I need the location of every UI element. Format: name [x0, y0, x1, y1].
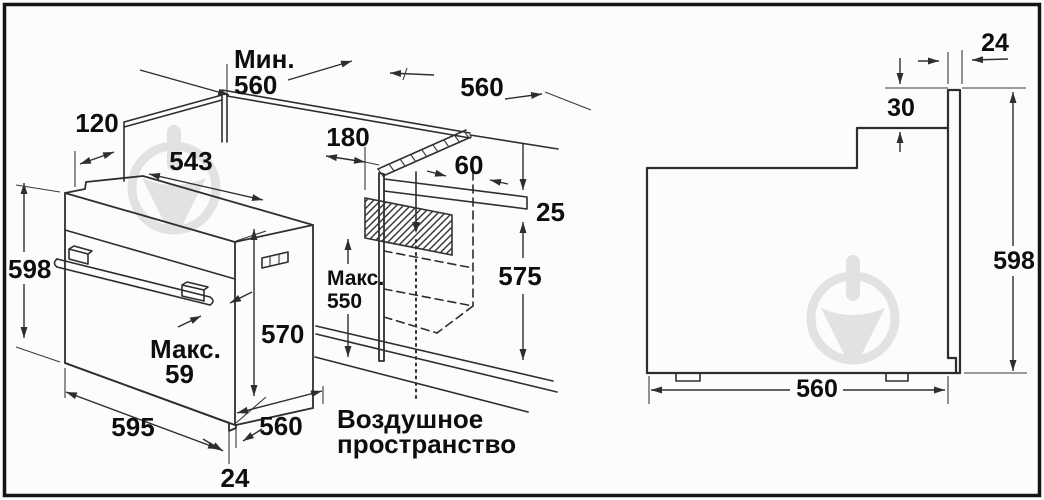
dim-top-560-label: 560 — [460, 72, 503, 102]
dim-max-59: Макс. 59 — [150, 291, 253, 389]
dim-min-560: Мин. 560 — [139, 44, 353, 100]
dim-right-30-label: 30 — [887, 94, 915, 122]
dim-180: 180 — [325, 122, 380, 190]
niche-side-panel — [378, 172, 385, 362]
dim-60-label: 60 — [455, 150, 484, 180]
air-space-caption: Воздушное пространство — [337, 404, 516, 459]
dim-120: 120 — [74, 108, 119, 187]
dim-max-550-label: 550 — [327, 290, 362, 313]
dim-25-label: 25 — [536, 197, 565, 227]
dim-595-label: 595 — [111, 412, 154, 442]
dim-right-598-label: 598 — [993, 247, 1035, 275]
air-space-line2: пространство — [337, 429, 516, 459]
dim-570-label: 570 — [261, 319, 304, 349]
niche-top-rail — [383, 178, 528, 210]
oven-front-face — [64, 192, 236, 426]
oven-profile-outline — [645, 88, 962, 382]
dim-right-24-label: 24 — [981, 29, 1009, 57]
oven-door-handle — [53, 245, 214, 306]
dim-543: 543 — [148, 146, 264, 201]
dim-24-bottom-label: 24 — [221, 463, 250, 493]
dim-min-word-label: Мин. — [234, 44, 295, 74]
oven-top-face — [64, 175, 314, 243]
dim-right-598: 598 — [964, 92, 1035, 374]
dim-right-24: 24 — [918, 29, 1009, 84]
dim-right-560: 560 — [648, 375, 949, 404]
dim-543-label: 543 — [169, 146, 212, 176]
right-side-view: 24 30 598 560 — [645, 29, 1035, 404]
air-gap-dotted-line — [412, 171, 420, 399]
trowel-watermark-right-icon — [806, 255, 900, 365]
dim-570: 570 — [235, 229, 304, 424]
dim-min-560-label: 560 — [234, 70, 277, 100]
dim-right-30: 30 — [885, 58, 1026, 152]
dim-bottom-560: 560 — [236, 386, 324, 441]
dim-25: 25 — [519, 143, 565, 227]
dim-180-label: 180 — [326, 122, 369, 152]
oven-body — [53, 175, 314, 432]
oven-control-panel-line — [64, 229, 236, 280]
dim-60: 60 — [426, 150, 509, 186]
cabinet-bottom-rails — [314, 325, 558, 413]
oven-feet — [675, 372, 909, 382]
dim-24-bottom: 24 — [202, 428, 263, 493]
dim-595: 595 — [64, 368, 220, 450]
air-space-line1: Воздушное — [337, 404, 483, 434]
dim-575: 575 — [498, 222, 542, 360]
dim-bottom-560-label: 560 — [259, 411, 302, 441]
dim-575-label: 575 — [498, 261, 541, 291]
dim-max-550: Макс. 550 — [327, 239, 384, 357]
dim-right-560-label: 560 — [796, 375, 838, 403]
left-isometric-view: 598 120 543 Мин. 560 560 — [8, 44, 592, 493]
dim-max2-59-label: 59 — [165, 359, 194, 389]
dim-120-label: 120 — [75, 108, 118, 138]
vent-cutout-hatched — [364, 197, 453, 256]
niche-structure — [314, 171, 558, 413]
dim-598-left-label: 598 — [8, 254, 51, 284]
dim-top-560: 560 — [389, 67, 592, 111]
dim-598-left: 598 — [8, 183, 61, 363]
worktop-cut-edge — [377, 129, 472, 177]
niche-cavity-dashed — [383, 171, 474, 334]
dim-max2-word-label: Макс. — [150, 334, 221, 364]
oven-side-vent — [261, 251, 289, 269]
cabinet-worktop-lines — [123, 89, 559, 182]
dim-max-word-label: Макс. — [327, 267, 384, 290]
